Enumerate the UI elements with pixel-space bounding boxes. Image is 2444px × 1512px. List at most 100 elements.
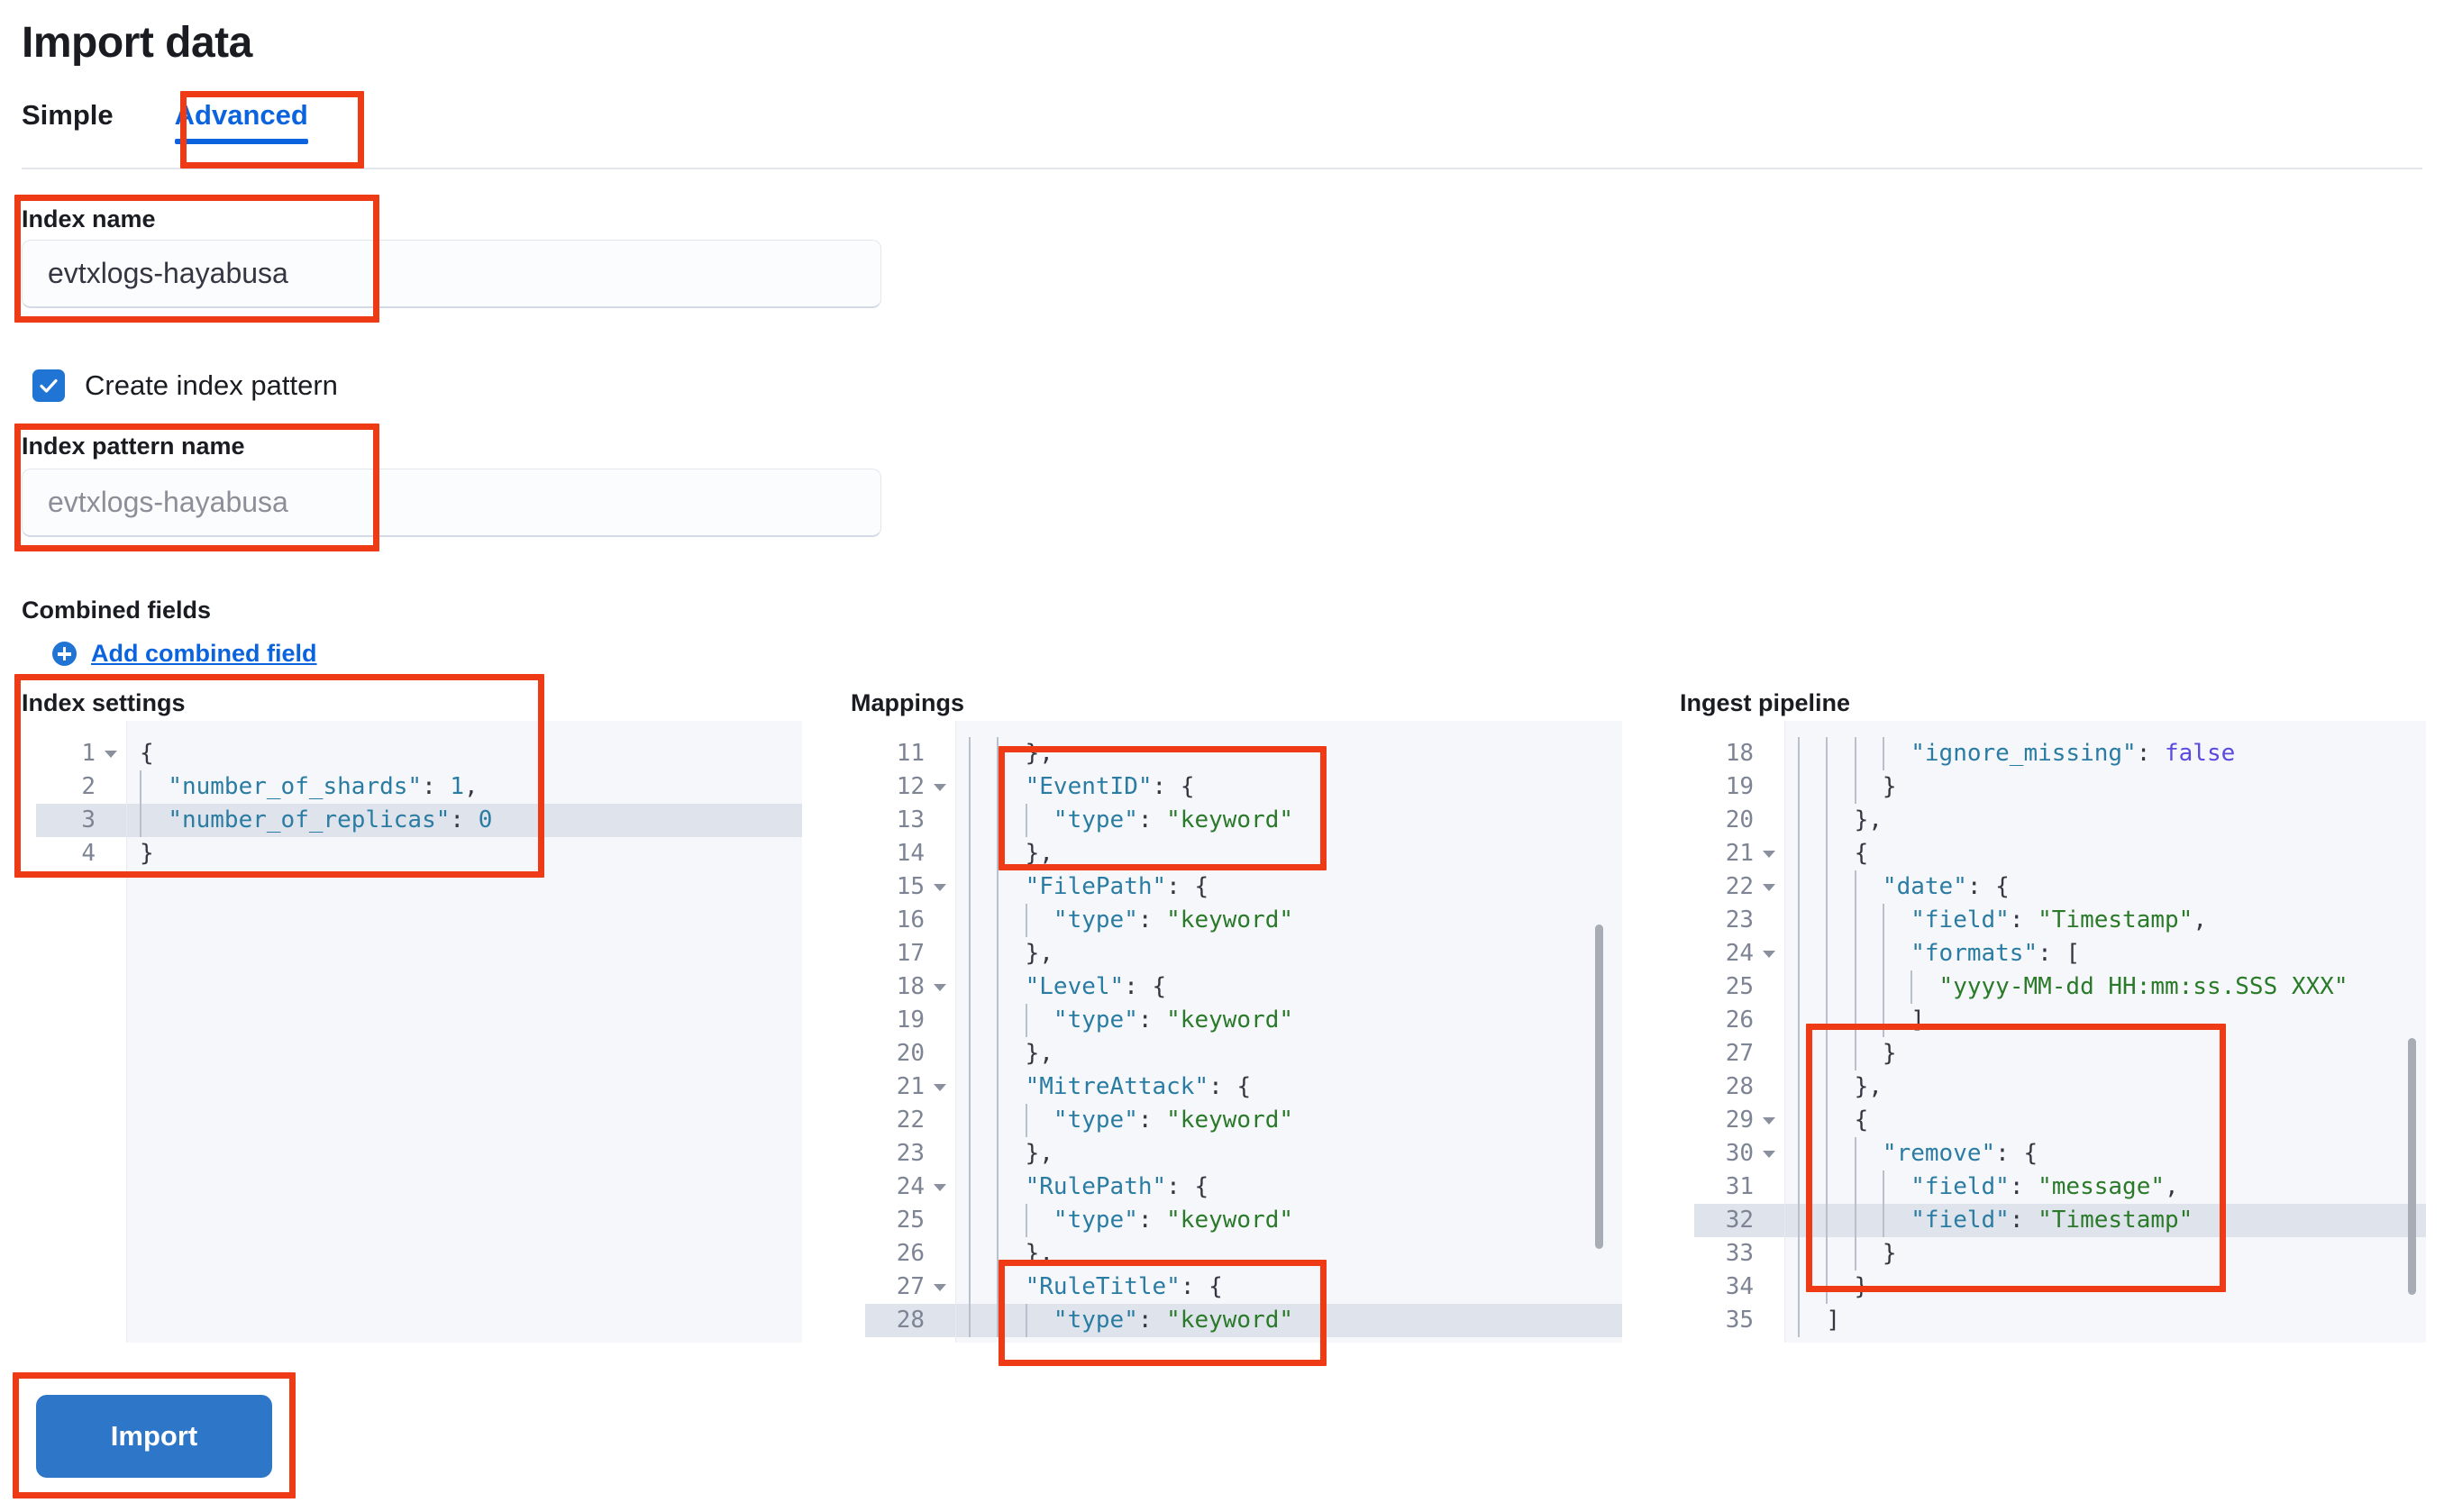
code-line[interactable]: }, (1025, 740, 1053, 767)
gutter-line-highlight (865, 1304, 955, 1337)
indent-guide (997, 837, 999, 870)
fold-arrow-icon[interactable] (1763, 1117, 1775, 1125)
line-number: 15 (896, 873, 925, 900)
indent-guide (1798, 1204, 1800, 1237)
checkbox-checked-icon[interactable] (32, 369, 65, 402)
fold-arrow-icon[interactable] (934, 1084, 946, 1091)
code-line[interactable]: "FilePath": { (1025, 873, 1209, 900)
line-number: 33 (1725, 1240, 1754, 1267)
code-line[interactable]: "field": "Timestamp" (1911, 1207, 2193, 1234)
code-line[interactable]: { (1854, 840, 1869, 867)
code-line[interactable]: "RulePath": { (1025, 1173, 1209, 1200)
indent-guide (1798, 837, 1800, 870)
indent-guide (1911, 970, 1913, 1004)
line-number: 35 (1725, 1307, 1754, 1334)
fold-arrow-icon[interactable] (1763, 1151, 1775, 1158)
code-line[interactable]: "remove": { (1882, 1140, 2038, 1167)
code-line[interactable]: "type": "keyword" (1053, 1006, 1294, 1034)
code-line[interactable]: { (1854, 1107, 1869, 1134)
code-line[interactable]: "ignore_missing": false (1911, 740, 2236, 767)
line-number: 21 (1725, 840, 1754, 867)
code-line[interactable]: "yyyy-MM-dd HH:mm:ss.SSS XXX" (1938, 973, 2348, 1000)
line-number: 26 (896, 1240, 925, 1267)
line-number: 22 (896, 1107, 925, 1134)
fold-arrow-icon[interactable] (934, 984, 946, 991)
fold-arrow-icon[interactable] (1763, 851, 1775, 858)
indent-guide (969, 1271, 971, 1304)
code-line-highlight (1785, 1204, 2426, 1237)
line-number: 28 (896, 1307, 925, 1334)
code-line-highlight (956, 1304, 1622, 1337)
code-line[interactable]: }, (1025, 1140, 1053, 1167)
code-line[interactable]: }, (1854, 1073, 1883, 1100)
line-number: 11 (896, 740, 925, 767)
fold-arrow-icon[interactable] (105, 751, 117, 758)
code-line[interactable]: }, (1025, 940, 1053, 967)
code-line[interactable]: } (1854, 1273, 1869, 1300)
code-line[interactable]: }, (1025, 1040, 1053, 1067)
indent-guide (997, 1170, 999, 1204)
code-line[interactable]: "date": { (1882, 873, 2010, 900)
code-line[interactable]: "type": "keyword" (1053, 1307, 1294, 1334)
code-line[interactable]: }, (1025, 1240, 1053, 1267)
fold-arrow-icon[interactable] (1763, 951, 1775, 958)
import-button[interactable]: Import (36, 1395, 272, 1478)
tab-simple[interactable]: Simple (22, 99, 114, 131)
code-line[interactable]: } (1882, 1240, 1897, 1267)
indent-guide (140, 804, 141, 837)
code-line[interactable]: "number_of_replicas": 0 (168, 806, 493, 833)
code-line[interactable]: "type": "keyword" (1053, 1107, 1294, 1134)
tab-bar: Simple Advanced (22, 99, 339, 150)
index-pattern-name-input[interactable]: evtxlogs-hayabusa (22, 469, 881, 537)
tab-advanced[interactable]: Advanced (144, 99, 339, 150)
code-line[interactable]: "field": "Timestamp", (1911, 906, 2207, 934)
code-line[interactable]: }, (1854, 806, 1883, 833)
fold-arrow-icon[interactable] (934, 1184, 946, 1191)
code-line[interactable]: "type": "keyword" (1053, 1207, 1294, 1234)
code-line[interactable]: "MitreAttack": { (1025, 1073, 1252, 1100)
indent-guide (969, 770, 971, 804)
indent-guide (969, 1037, 971, 1070)
code-line[interactable]: "Level": { (1025, 973, 1167, 1000)
fold-arrow-icon[interactable] (934, 1284, 946, 1291)
line-number: 12 (896, 773, 925, 800)
code-line[interactable]: "EventID": { (1025, 773, 1195, 800)
line-number: 20 (1725, 806, 1754, 833)
index-name-input[interactable]: evtxlogs-hayabusa (22, 240, 881, 308)
mappings-scrollbar[interactable] (1595, 925, 1603, 1249)
code-line[interactable]: } (1882, 1040, 1897, 1067)
code-line[interactable]: "RuleTitle": { (1025, 1273, 1223, 1300)
code-line[interactable]: ] (1911, 1006, 1925, 1034)
line-number: 29 (1725, 1107, 1754, 1134)
ingest-pipeline-code[interactable]: "ignore_missing": false } }, { "date": {… (1785, 721, 2426, 1343)
code-line[interactable]: } (140, 840, 154, 867)
code-line[interactable]: } (1882, 773, 1897, 800)
create-index-pattern-checkbox-row[interactable]: Create index pattern (32, 369, 338, 402)
add-combined-field-button[interactable]: Add combined field (52, 640, 317, 668)
mappings-code[interactable]: }, "EventID": { "type": "keyword" }, "Fi… (956, 721, 1622, 1343)
gutter-line-highlight (1694, 1204, 1784, 1237)
line-number: 19 (896, 1006, 925, 1034)
fold-arrow-icon[interactable] (934, 784, 946, 791)
index-settings-code[interactable]: { "number_of_shards": 1, "number_of_repl… (127, 721, 802, 1343)
code-line[interactable]: }, (1025, 840, 1053, 867)
code-line[interactable]: ] (1826, 1307, 1840, 1334)
index-pattern-name-label: Index pattern name (22, 433, 245, 460)
fold-arrow-icon[interactable] (1763, 884, 1775, 891)
indent-guide (1854, 937, 1856, 970)
ingest-pipeline-scrollbar[interactable] (2408, 1038, 2416, 1295)
code-line[interactable]: "type": "keyword" (1053, 906, 1294, 934)
code-line[interactable]: { (140, 740, 154, 767)
indent-guide (997, 1237, 999, 1271)
indent-guide (1826, 770, 1828, 804)
fold-arrow-icon[interactable] (934, 884, 946, 891)
code-line[interactable]: "number_of_shards": 1, (168, 773, 479, 800)
code-line[interactable]: "field": "message", (1911, 1173, 2179, 1200)
code-line[interactable]: "type": "keyword" (1053, 806, 1294, 833)
code-line[interactable]: "formats": [ (1911, 940, 2081, 967)
line-number: 34 (1725, 1273, 1754, 1300)
indent-guide (1854, 1170, 1856, 1204)
